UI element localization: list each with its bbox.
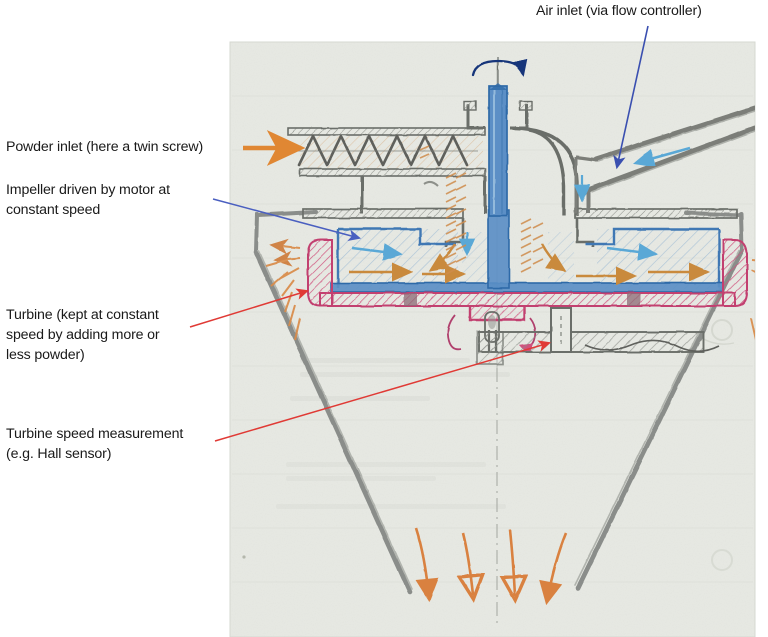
label-turbine-speed: Turbine speed measurement (e.g. Hall sen… bbox=[6, 426, 184, 462]
punch-hole-icon bbox=[711, 549, 733, 571]
label-powder-inlet: Powder inlet (here a twin screw) bbox=[6, 139, 204, 155]
screw-flight bbox=[297, 134, 469, 167]
label-air-inlet: Air inlet (via flow controller) bbox=[536, 3, 702, 19]
air-flow-arrow bbox=[632, 146, 691, 168]
label-turbine: Turbine (kept at constant speed by addin… bbox=[6, 307, 160, 363]
powder-spray-arrow bbox=[265, 238, 755, 341]
powder-streak bbox=[419, 145, 544, 275]
label-impeller: Impeller driven by motor at constant spe… bbox=[6, 182, 170, 218]
pencil-dot bbox=[242, 555, 246, 559]
powder-flow-arrow bbox=[414, 527, 568, 606]
sketch-content bbox=[242, 57, 755, 625]
leader-impeller bbox=[212, 198, 362, 241]
leader-turbine bbox=[189, 288, 310, 328]
internal-flow-arrow bbox=[349, 232, 711, 286]
hall-sensor-probe bbox=[550, 307, 572, 353]
leader-turbine-speed bbox=[214, 340, 552, 442]
turbine-ring bbox=[307, 239, 748, 322]
sensor-lead-wire bbox=[584, 339, 720, 353]
annotation-leaders bbox=[189, 25, 649, 442]
leader-air-inlet bbox=[613, 25, 649, 170]
rotation-arrow bbox=[471, 58, 528, 77]
punch-hole-icon bbox=[711, 319, 733, 341]
air-inlet-pipe bbox=[573, 105, 755, 214]
drive-shaft bbox=[488, 57, 508, 217]
